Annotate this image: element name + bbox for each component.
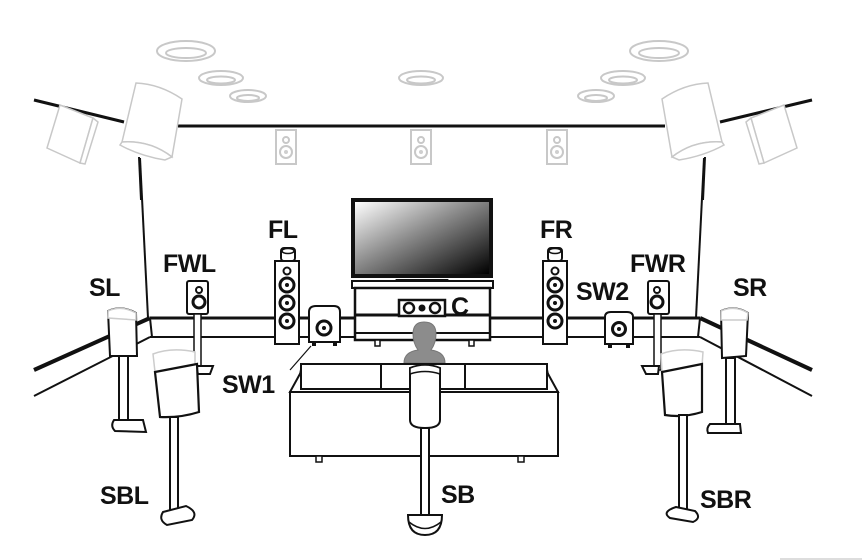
label-sr: SR xyxy=(733,274,767,302)
front-height-speaker-icon xyxy=(546,129,568,165)
top-left-wall-speakers xyxy=(46,82,183,201)
listener xyxy=(403,321,446,364)
speaker-surround-right xyxy=(706,307,750,434)
tv xyxy=(351,198,493,284)
speaker-subwoofer-1 xyxy=(289,305,341,371)
wall-speaker-large-icon xyxy=(118,82,183,161)
top-right-wall-speakers xyxy=(661,82,798,201)
front-height-speaker-icon xyxy=(275,129,297,165)
speaker-front-right xyxy=(542,247,568,345)
speaker-surround-left xyxy=(106,307,148,434)
speaker-center xyxy=(397,298,447,318)
speaker-surround-back-right xyxy=(660,349,704,524)
front-height-speaker-icon xyxy=(410,129,432,165)
label-sbr: SBR xyxy=(700,486,752,514)
ceiling-speaker-icon xyxy=(229,89,267,103)
label-fl: FL xyxy=(268,216,298,244)
label-fwl: FWL xyxy=(163,250,216,278)
label-sl: SL xyxy=(89,274,120,302)
label-fr: FR xyxy=(540,216,573,244)
label-fwr: FWR xyxy=(630,250,686,278)
speaker-subwoofer-2 xyxy=(604,311,634,348)
speaker-front-left xyxy=(274,247,300,345)
label-sbl: SBL xyxy=(100,482,149,510)
ceiling-speaker-icon xyxy=(156,40,216,62)
speaker-surround-back-left xyxy=(152,349,201,527)
ceiling-speaker-icon xyxy=(398,70,444,86)
speaker-front-wide-right xyxy=(640,280,670,375)
wall-speaker-large-icon xyxy=(661,82,726,161)
label-sw1: SW1 xyxy=(222,371,275,399)
speaker-labels: FL FR C FWL FWR SL SR SW1 SW2 SBL SB SBR xyxy=(89,216,768,514)
ceiling-speakers xyxy=(156,40,689,103)
wall-speaker-small-icon xyxy=(46,104,99,165)
ceiling-speaker-icon xyxy=(629,40,689,62)
wall-speaker-small-icon xyxy=(745,104,798,165)
label-sw2: SW2 xyxy=(576,278,629,306)
label-c: C xyxy=(451,293,469,321)
speaker-surround-back xyxy=(406,364,444,537)
ceiling-speaker-icon xyxy=(577,89,615,103)
label-sb: SB xyxy=(441,481,475,509)
front-height-speakers xyxy=(275,129,568,165)
ceiling-speaker-icon xyxy=(198,70,244,86)
ceiling-speaker-icon xyxy=(600,70,646,86)
